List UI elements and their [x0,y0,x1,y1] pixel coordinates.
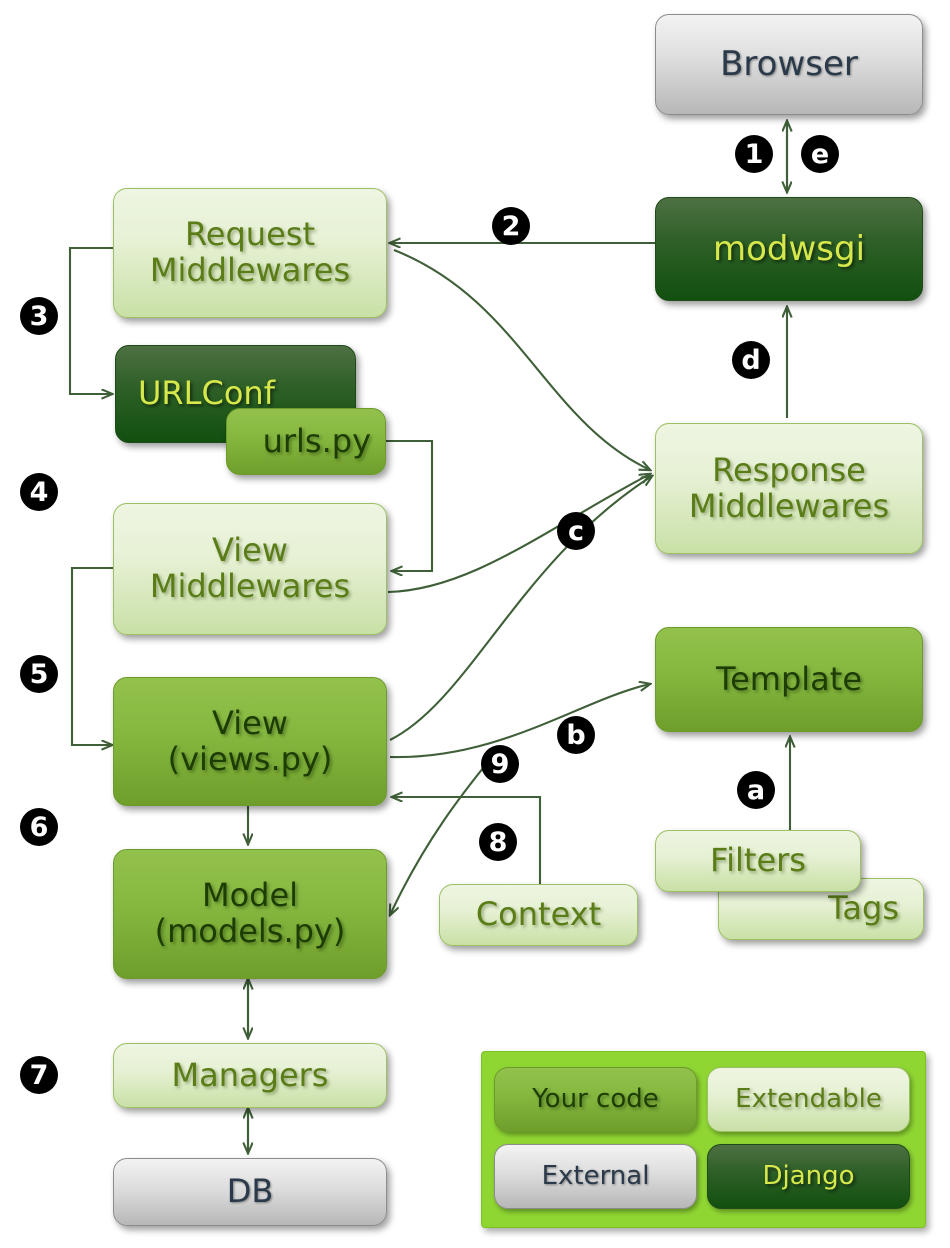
badge-8-label: 8 [488,826,508,858]
badge-7-label: 7 [29,1059,49,1091]
node-modwsgi-label: modwsgi [712,228,866,269]
node-response-middlewares[interactable]: Response Middlewares [655,423,923,554]
node-browser[interactable]: Browser [655,14,923,115]
node-view-middlewares[interactable]: View Middlewares [113,503,387,635]
wire-view-to-response-middlewares [389,476,652,741]
node-model-label: Model (models.py) [154,876,346,950]
wire-request-middlewares-urlconf [68,246,113,394]
legend-your-code-label: Your code [532,1083,659,1114]
node-view[interactable]: View (views.py) [113,677,387,806]
badge-b: b [557,716,595,754]
badge-2: 2 [492,207,530,245]
badge-1: 1 [735,135,773,173]
badge-8: 8 [479,823,517,861]
badge-b-label: b [566,719,586,751]
badge-4-label: 4 [29,476,49,508]
badge-a-label: a [746,774,766,806]
node-context[interactable]: Context [439,884,638,946]
node-filters[interactable]: Filters [655,830,861,892]
node-managers[interactable]: Managers [113,1043,387,1108]
node-urlspy-label: urls.py [262,421,371,460]
legend-external-label: External [541,1160,650,1191]
badge-4: 4 [20,473,58,511]
legend-item-your-code[interactable]: Your code [494,1067,697,1132]
wire-urlspy-view-middlewares [386,439,434,571]
node-template[interactable]: Template [655,627,923,732]
legend: Your code Extendable External Django [481,1051,926,1228]
node-urlspy[interactable]: urls.py [226,408,386,475]
badge-3: 3 [20,297,58,335]
badge-1-label: 1 [744,138,764,170]
legend-extendable-label: Extendable [735,1083,882,1114]
node-context-label: Context [475,895,602,934]
node-template-label: Template [715,659,862,698]
badge-9: 9 [481,745,519,783]
badge-c: c [557,512,595,550]
node-db-label: DB [226,1172,274,1211]
badge-2-label: 2 [501,210,521,242]
wire-request-to-response-middlewares [393,249,650,470]
node-managers-label: Managers [171,1055,329,1094]
wire-context-view [392,797,542,888]
wire-view-middlewares-to-response [387,474,650,594]
node-filters-label: Filters [710,841,806,880]
legend-item-external[interactable]: External [494,1144,697,1209]
wire-view-template [389,684,650,759]
badge-6-label: 6 [29,811,49,843]
legend-django-label: Django [762,1160,855,1191]
node-view-label: View (views.py) [167,703,333,778]
badge-d: d [732,341,770,379]
legend-item-extendable[interactable]: Extendable [707,1067,910,1132]
node-response-middlewares-label: Response Middlewares [688,450,890,525]
node-modwsgi[interactable]: modwsgi [655,197,923,301]
badge-5-label: 5 [29,658,49,690]
badge-5: 5 [20,655,58,693]
badge-a: a [737,771,775,809]
node-browser-label: Browser [720,44,858,85]
badge-d-label: d [741,344,761,376]
badge-3-label: 3 [29,300,49,332]
node-model[interactable]: Model (models.py) [113,849,387,979]
node-request-middlewares-label: Request Middlewares [149,215,351,289]
node-tags-label: Tags [828,889,899,928]
badge-e: e [801,135,839,173]
badge-c-label: c [567,515,584,547]
legend-item-django[interactable]: Django [707,1144,910,1209]
badge-6: 6 [20,808,58,846]
node-request-middlewares[interactable]: Request Middlewares [113,188,387,318]
node-urlconf-label: URLConf [138,374,275,413]
node-view-middlewares-label: View Middlewares [149,531,351,605]
badge-e-label: e [810,138,830,170]
node-db[interactable]: DB [113,1158,387,1226]
wire-view-middlewares-view [70,566,113,745]
badge-7: 7 [20,1056,58,1094]
badge-9-label: 9 [490,748,510,780]
